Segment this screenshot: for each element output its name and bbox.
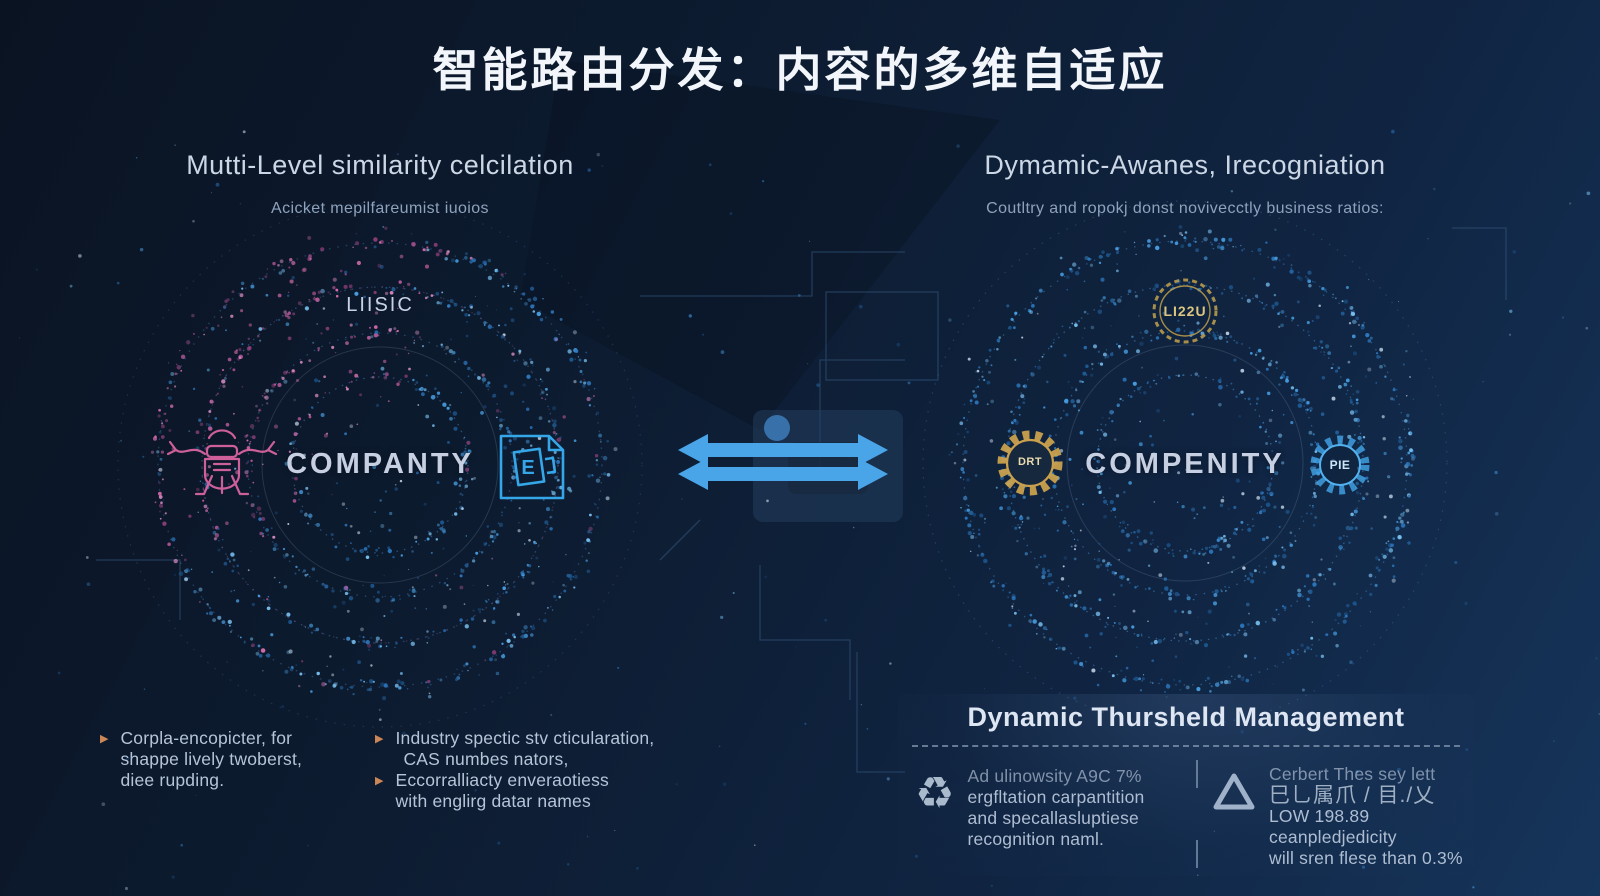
dashed-divider [912,745,1460,747]
left-network-rings [117,202,643,728]
panel-line: ergfltation carpantition [967,787,1145,807]
bullet-line: CAS numbes nators, [403,749,569,769]
warning-triangle-icon [1212,772,1256,817]
gold-gear-icon [997,430,1063,496]
panel-line: Cerbert Thes sey lett [1269,764,1436,784]
badge-label: LI22U [1163,303,1207,319]
threshold-panel-heading: Dynamic Thursheld Management [967,702,1405,732]
blue-gear-icon [1310,435,1370,495]
threshold-item-1: ♻ Ad ulinowsity A9C 7% ergfltation carpa… [915,766,1185,850]
panel-line: and specallasluptiese [967,808,1139,828]
bidirectional-arrows [678,434,888,490]
page-title: 智能路由分发：内容的多维自适应 [432,44,1168,96]
right-section-heading: Dymamic-Awanes, Irecogniation [984,150,1386,180]
panel-line-garbled: 巳乚属爪 / 目./乂 [1269,784,1436,807]
right-section-subheading: Coutltry and ropokj donst novivecctly bu… [986,200,1384,217]
bullet-line: Corpla-encopicter, for [120,728,293,748]
arrow-top [678,434,888,466]
gear-right-label: PIE [1329,458,1351,472]
right-center-label: COMPENITY [1085,448,1285,480]
vertical-divider-segment [1196,840,1198,868]
left-bullet-1: ▶ Corpla-encopicter, for shappe lively t… [100,728,360,791]
arrow-bottom [678,458,888,490]
left-bullet-3: ▶ Eccorralliacty enveraotiess with engli… [375,770,695,812]
triangle-bullet-icon: ▶ [375,775,384,787]
e-document-icon: E [499,434,565,500]
left-section-subheading: Acicket mepilfareumist iuoios [271,200,489,217]
threshold-panel [898,694,1474,876]
bullet-line: Eccorralliacty enveraotiess [395,770,610,790]
svg-text:E: E [521,457,534,479]
robot-icon [166,429,278,496]
panel-line: will sren flese than 0.3% [1269,848,1463,868]
panel-line: LOW 198.89 ceanpledjedicity [1269,806,1397,847]
left-center-label: COMPANTY [286,448,474,480]
recycle-icon: ♻ [915,769,955,818]
bullet-line: with englirg datar names [395,791,591,811]
left-ring-label: LIISIC [346,294,414,316]
panel-line: Ad ulinowsity A9C 7% [967,766,1142,786]
bullet-line: diee rupding. [120,770,225,790]
left-bullet-2: ▶ Industry spectic stv cticularation, CA… [375,728,695,770]
bullet-line: Industry spectic stv cticularation, [395,728,655,748]
vertical-divider-segment [1196,760,1198,788]
background-shade-polygon [520,60,1000,430]
gear-left-label: DRT [1017,456,1043,468]
center-device-silhouette [753,410,903,522]
bullet-line: shappe lively twoberst, [120,749,303,769]
panel-line: recognition naml. [967,829,1105,849]
triangle-bullet-icon: ▶ [100,733,109,745]
triangle-bullet-icon: ▶ [375,733,384,745]
particle-dots [18,129,1600,891]
seal-badge-icon [1152,278,1218,344]
left-section-heading: Mutti-Level similarity celcilation [186,150,574,180]
threshold-item-2: Cerbert Thes sey lett 巳乚属爪 / 目./乂 LOW 19… [1212,764,1482,869]
